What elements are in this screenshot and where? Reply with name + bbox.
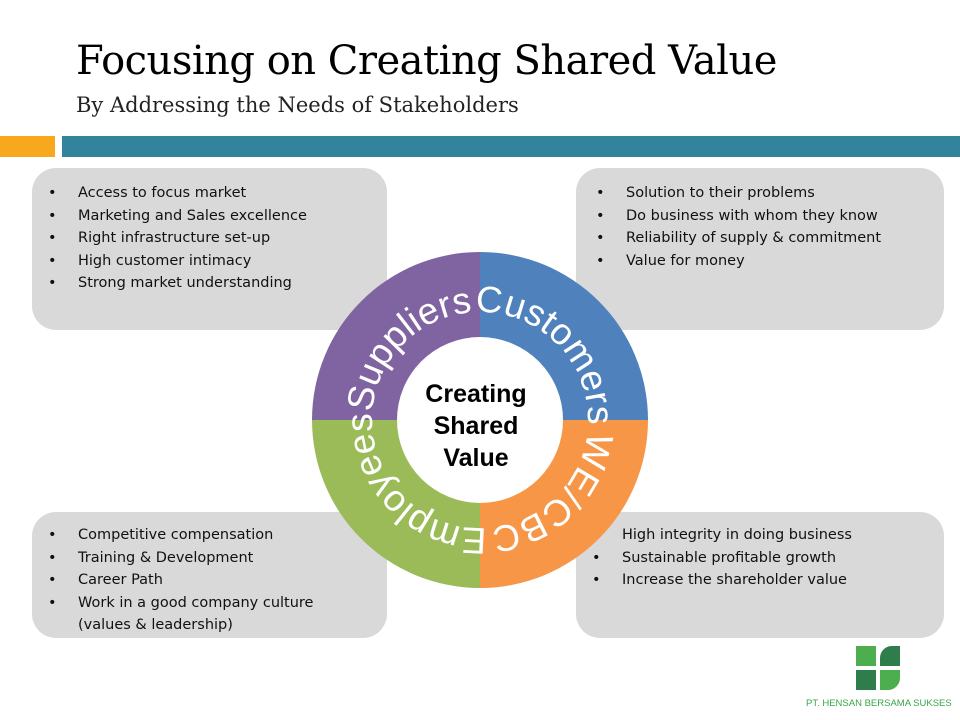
center-text-line3: Value [443,444,508,472]
list-item: Do business with whom they know [580,205,944,228]
list-item: Training & Development [32,547,322,570]
suppliers-needs-box: Access to focus market Marketing and Sal… [32,168,387,330]
list-item: Career Path [32,569,322,592]
list-item: Sustainable profitable growth [576,547,944,570]
list-item: Value for money [580,250,944,273]
employees-needs-list: Competitive compensation Training & Deve… [32,512,322,637]
list-item: Competitive compensation [32,524,322,547]
slide-subtitle: By Addressing the Needs of Stakeholders [76,93,519,117]
list-item: Right infrastructure set-up [32,227,387,250]
company-logo [856,646,902,692]
list-item: Reliability of supply & commitment [580,227,944,250]
slide-title: Focusing on Creating Shared Value [76,38,777,84]
suppliers-needs-list: Access to focus market Marketing and Sal… [32,168,387,295]
list-item: Increase the shareholder value [576,569,944,592]
accent-bar-teal [62,136,960,157]
list-item: Solution to their problems [580,182,944,205]
wecbc-needs-list: High integrity in doing business Sustain… [576,512,944,592]
list-item: Access to focus market [32,182,387,205]
company-name: PT. HENSAN BERSAMA SUKSES [806,698,952,709]
wecbc-needs-box: High integrity in doing business Sustain… [576,512,944,638]
list-item: Marketing and Sales excellence [32,205,387,228]
center-circle [397,337,563,503]
list-item: High customer intimacy [32,250,387,273]
customers-needs-box: Solution to their problems Do business w… [576,168,944,330]
center-text-line1: Creating [425,380,526,408]
customers-needs-list: Solution to their problems Do business w… [576,168,944,272]
list-item: Strong market understanding [32,272,387,295]
employees-needs-box: Competitive compensation Training & Deve… [32,512,387,638]
center-text-line2: Shared [434,412,519,440]
list-item: Work in a good company culture (values &… [32,592,322,637]
accent-bar-orange [0,136,55,157]
